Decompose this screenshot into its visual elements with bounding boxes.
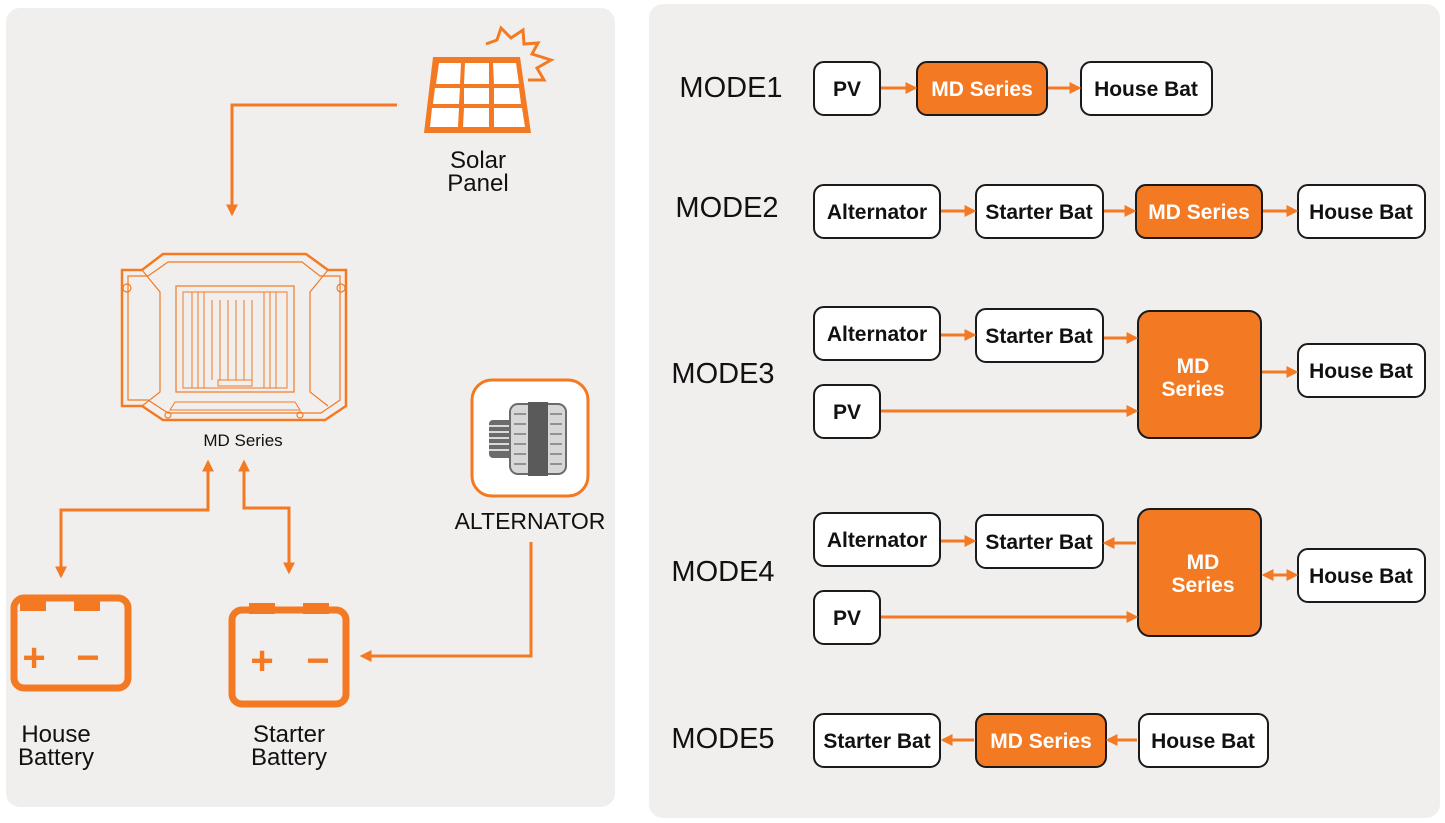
mode3-pv-box bbox=[813, 384, 881, 439]
mode3-starter-text: Starter Bat bbox=[985, 325, 1092, 348]
mode3-alternator-text: Alternator bbox=[827, 323, 927, 346]
md-series-label: MD Series bbox=[203, 431, 282, 450]
mode2-starter-text: Starter Bat bbox=[985, 201, 1092, 224]
mode3-md-text-2: Series bbox=[1161, 378, 1224, 401]
mode5-row: MODE5 Starter Bat MD Series House Bat bbox=[671, 713, 1269, 768]
solar-label-line1: Solar bbox=[450, 147, 506, 174]
starter-battery-label-line2: Battery bbox=[251, 744, 327, 771]
mode3-row: MODE3 Alternator Starter Bat PV MD Serie… bbox=[671, 306, 1426, 439]
mode5-starter-box bbox=[813, 713, 941, 768]
mode3-alternator-box bbox=[813, 306, 941, 361]
house-battery-label-line1: House bbox=[21, 721, 90, 748]
mode5-md-text: MD Series bbox=[990, 730, 1092, 753]
mode3-house-text: House Bat bbox=[1309, 360, 1413, 383]
mode2-md-text: MD Series bbox=[1148, 201, 1250, 224]
mode4-label: MODE4 bbox=[671, 556, 774, 588]
mode1-row: MODE1 PV MD Series House Bat bbox=[679, 61, 1213, 116]
starter-battery-plus: + bbox=[250, 639, 273, 683]
mode3-md-text-1: MD bbox=[1177, 355, 1210, 378]
alternator-icon bbox=[470, 378, 590, 498]
solar-to-md-connector bbox=[226, 103, 397, 217]
mode4-row: MODE4 Alternator Starter Bat PV MD Serie… bbox=[671, 508, 1426, 645]
md-house-battery-connector bbox=[55, 459, 214, 579]
mode5-label: MODE5 bbox=[671, 723, 774, 755]
mode1-pv-text: PV bbox=[833, 78, 861, 101]
mode4-alternator-box bbox=[813, 512, 941, 567]
house-battery-plus: + bbox=[22, 636, 45, 680]
mode4-md-text-2: Series bbox=[1171, 574, 1234, 597]
house-battery-minus: − bbox=[76, 636, 99, 680]
solar-label-line2: Panel bbox=[447, 170, 508, 197]
mode4-md-box bbox=[1137, 508, 1262, 637]
starter-battery-minus: − bbox=[306, 639, 329, 683]
mode4-pv-box bbox=[813, 590, 881, 645]
house-battery-label-line2: Battery bbox=[18, 744, 94, 771]
mode4-alternator-text: Alternator bbox=[827, 529, 927, 552]
solar-panel-icon bbox=[424, 25, 555, 133]
mode2-row: MODE2 Alternator Starter Bat MD Series H… bbox=[675, 184, 1426, 239]
alternator-to-starter-connector bbox=[359, 542, 533, 662]
mode1-md-text: MD Series bbox=[931, 78, 1033, 101]
mode2-alternator-box bbox=[813, 184, 941, 239]
md-series-device-icon bbox=[120, 252, 348, 422]
mode2-alternator-text: Alternator bbox=[827, 201, 927, 224]
starter-battery-label-line1: Starter bbox=[253, 721, 325, 748]
mode2-label: MODE2 bbox=[675, 192, 778, 224]
mode4-house-text: House Bat bbox=[1309, 565, 1413, 588]
mode4-starter-text: Starter Bat bbox=[985, 531, 1092, 554]
alternator-label: ALTERNATOR bbox=[455, 508, 606, 534]
mode1-label: MODE1 bbox=[679, 72, 782, 104]
mode4-md-text-1: MD bbox=[1187, 551, 1220, 574]
mode5-house-box bbox=[1138, 713, 1269, 768]
mode5-house-text: House Bat bbox=[1151, 730, 1255, 753]
house-battery-icon: + − bbox=[10, 594, 132, 692]
mode1-house-text: House Bat bbox=[1094, 78, 1198, 101]
mode3-md-box bbox=[1137, 310, 1262, 439]
starter-battery-icon: + − bbox=[228, 603, 350, 708]
mode3-pv-text: PV bbox=[833, 401, 861, 424]
mode3-label: MODE3 bbox=[671, 358, 774, 390]
mode1-pv-box bbox=[813, 61, 881, 116]
mode5-starter-text: Starter Bat bbox=[823, 730, 930, 753]
mode2-house-text: House Bat bbox=[1309, 201, 1413, 224]
md-starter-battery-connector bbox=[238, 459, 295, 575]
mode4-pv-text: PV bbox=[833, 607, 861, 630]
